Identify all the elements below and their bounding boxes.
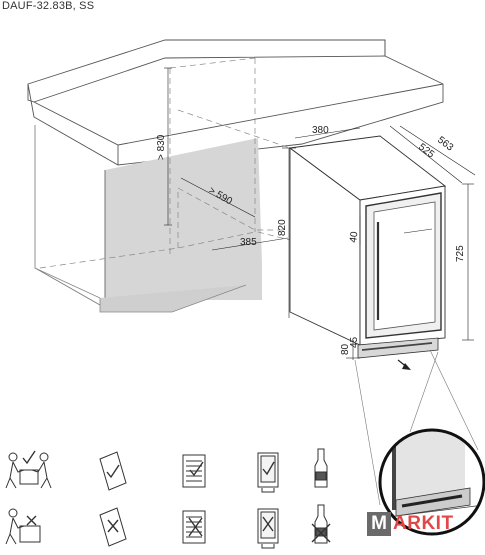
checklist-cross-icon bbox=[182, 510, 206, 544]
left-cabinet bbox=[34, 125, 262, 313]
logo-mark: M bbox=[367, 512, 391, 536]
logo-text: ARKIT bbox=[393, 513, 454, 534]
dim-depth-body: 525 bbox=[416, 142, 436, 161]
detail-leader-lines bbox=[354, 349, 479, 506]
countertop bbox=[27, 39, 444, 166]
detail-zoom bbox=[378, 428, 485, 536]
brand-logo: M ARKIT bbox=[367, 512, 454, 536]
dim-door-offset: 40 bbox=[348, 230, 361, 243]
two-person-carry-icon bbox=[5, 450, 52, 489]
checklist-check-icon bbox=[182, 454, 206, 488]
dim-cabinet-height: 820 bbox=[277, 219, 288, 236]
dim-appliance-width: 380 bbox=[312, 125, 329, 136]
dim-total-height: 725 bbox=[455, 245, 466, 262]
single-person-carry-cross-icon bbox=[5, 508, 41, 545]
dim-plinth-height: 80 bbox=[340, 343, 351, 355]
bottle-cross-icon bbox=[311, 504, 331, 544]
dim-niche-width: 385 bbox=[240, 237, 257, 248]
door-check-icon bbox=[257, 452, 279, 493]
manual-cross-icon bbox=[99, 507, 127, 547]
bottle-icon bbox=[314, 448, 328, 488]
dim-counter-height: > 830 bbox=[156, 134, 167, 160]
model-title: DAUF-32.83B, SS bbox=[2, 0, 95, 12]
door-cross-icon bbox=[257, 508, 279, 549]
airflow-arrow bbox=[397, 359, 411, 370]
wine-cooler bbox=[288, 135, 447, 359]
dimension-lines bbox=[164, 67, 476, 360]
dim-plinth-gap: 45 bbox=[349, 336, 360, 348]
manual-check-icon bbox=[99, 451, 127, 491]
